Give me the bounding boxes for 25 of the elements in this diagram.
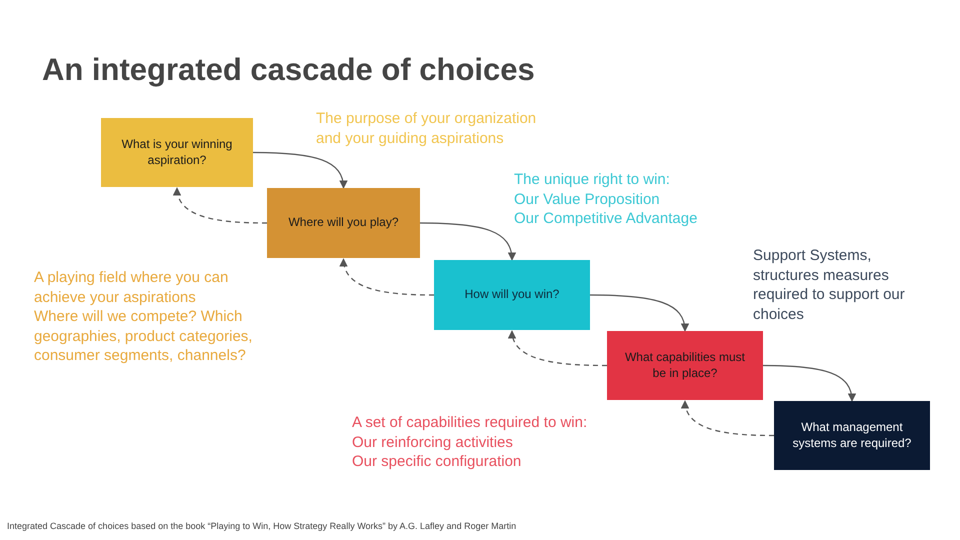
- dashed-arrow: [508, 330, 607, 366]
- question-box: How will you win?: [434, 260, 590, 330]
- question-box: Where will you play?: [267, 188, 420, 258]
- annotation-text: Our specific configuration: [352, 452, 522, 472]
- dashed-arrow: [174, 187, 267, 224]
- curved-arrow: [763, 364, 856, 402]
- annotation-text: The purpose of your organization and your guiding aspirations: [316, 109, 538, 148]
- annotation-text: Our Competitive Advantage: [514, 209, 698, 228]
- curved-arrow: [590, 294, 688, 332]
- annotation-text: Our reinforcing activities: [352, 432, 514, 452]
- annotation-text: A set of capabilities required to win:: [352, 413, 588, 432]
- annotation-text: Our Value Proposition: [514, 190, 661, 209]
- annotation-text: Where will we compete? Which geographies, product categories, consumer segments, channels?: [34, 307, 254, 366]
- annotation-text: The unique right to win:: [514, 170, 671, 190]
- annotation-text: A playing field where you can achieve your aspirations: [34, 268, 230, 307]
- question-box: What capabilities must be in place?: [607, 331, 763, 400]
- curved-arrow: [253, 152, 348, 189]
- curved-arrow: [420, 222, 516, 261]
- annotation-text: Support Systems, structures measures required to support our choices: [753, 246, 906, 324]
- dashed-arrow: [340, 258, 434, 296]
- question-box: What is your winning aspiration?: [101, 118, 253, 187]
- slide-title: An integrated cascade of choices: [42, 52, 535, 88]
- source-caption: Integrated Cascade of choices based on the book “Playing to Win, How Strategy Really Works” by A.G. Lafley and Roger Martin: [7, 521, 516, 531]
- question-box: What management systems are required?: [774, 401, 930, 470]
- dashed-arrow: [682, 400, 774, 436]
